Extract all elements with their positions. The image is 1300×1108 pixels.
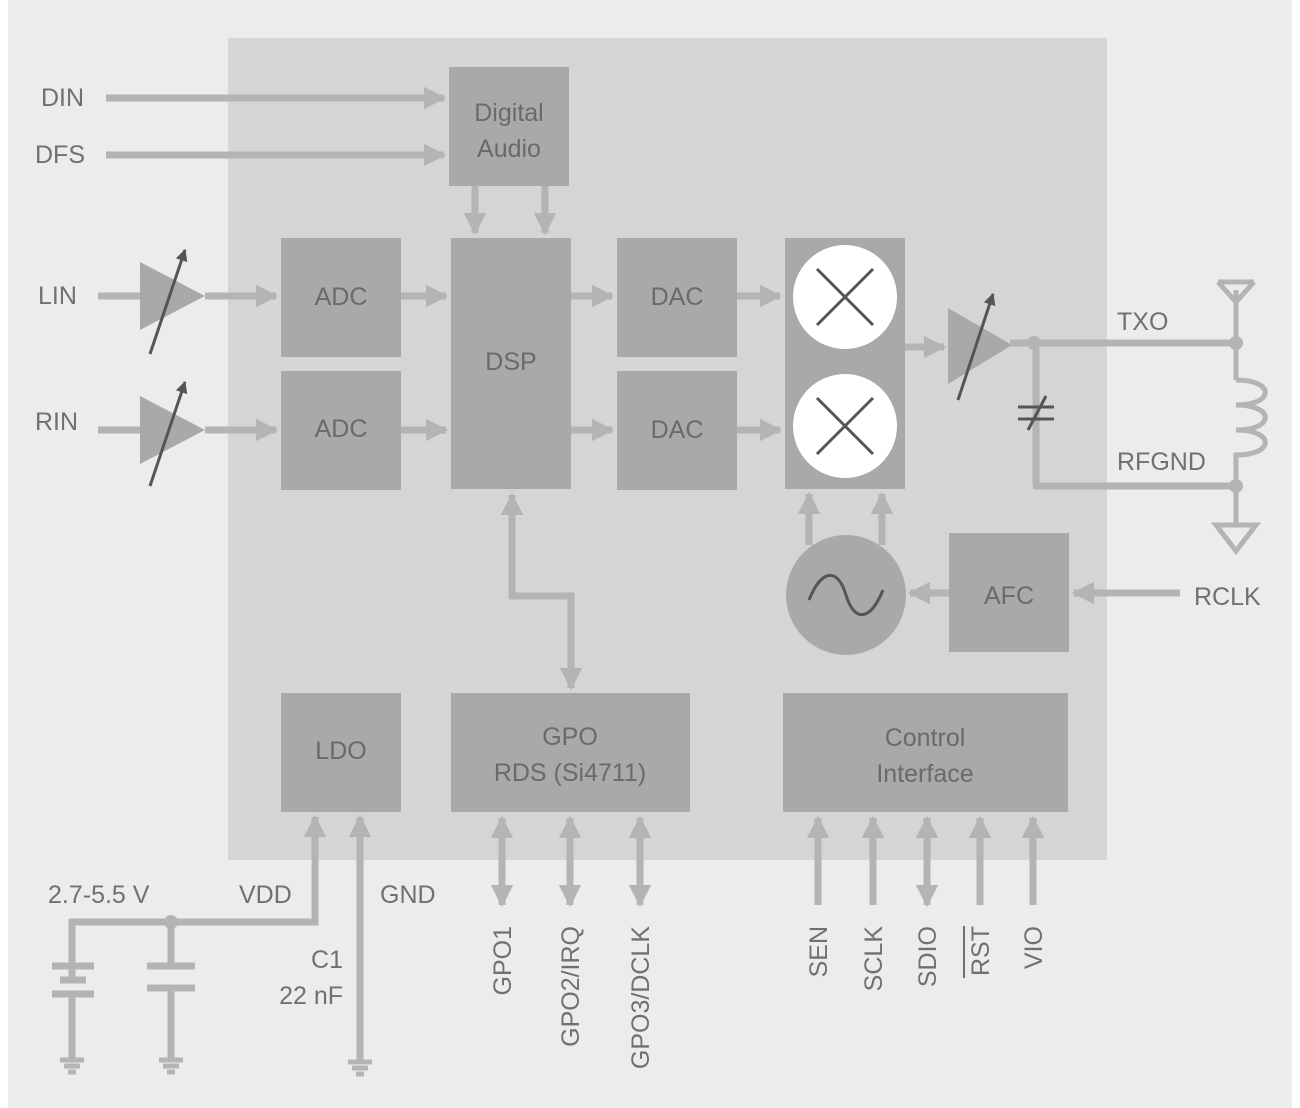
pin-rfgnd: RFGND — [1117, 448, 1206, 476]
pa-amplifier-icon — [948, 308, 1012, 384]
rin-pga-icon — [140, 396, 205, 464]
vdd-wire — [68, 814, 327, 980]
pin-vdd: VDD — [239, 881, 292, 909]
afc-block — [949, 533, 1069, 652]
dsp-block — [451, 238, 571, 489]
rin-pga-adjust-icon — [148, 380, 188, 487]
dac-left-block — [617, 238, 737, 357]
battery-icon — [52, 962, 94, 1075]
digital-audio-label-1: Digital — [474, 99, 543, 127]
pin-rin: RIN — [35, 408, 78, 436]
supply-voltage-label: 2.7-5.5 V — [48, 881, 150, 909]
pin-gnd: GND — [380, 881, 436, 909]
dac-right-block — [617, 371, 737, 490]
ldo-label: LDO — [315, 737, 366, 765]
pin-sclk: SCLK — [860, 926, 888, 992]
pin-rst: RST — [967, 926, 995, 976]
pin-gpo2: GPO2/IRQ — [557, 926, 585, 1047]
capacitor-c1-icon — [147, 922, 195, 1075]
ldo-block — [281, 693, 401, 812]
adc-left-block — [281, 238, 401, 357]
gpo-rds-block — [451, 693, 690, 812]
pin-vio: VIO — [1020, 926, 1048, 969]
pin-rclk: RCLK — [1194, 583, 1261, 611]
c1-label: C1 — [311, 946, 343, 974]
gpo-label: GPO — [542, 723, 598, 751]
digital-audio-block — [449, 67, 569, 186]
dac-right-label: DAC — [651, 416, 704, 444]
adc-left-label: ADC — [315, 283, 368, 311]
digital-audio-label-2: Audio — [477, 135, 541, 163]
control-label: Control — [885, 724, 966, 752]
ground-icon — [348, 1059, 372, 1077]
lin-pga-adjust-icon — [148, 248, 188, 355]
pin-gpo3: GPO3/DCLK — [627, 926, 655, 1069]
control-interface-block — [783, 693, 1068, 812]
pin-gpo1: GPO1 — [489, 926, 517, 995]
pin-sdio: SDIO — [914, 926, 942, 987]
antenna-icon — [1216, 279, 1256, 306]
lin-pga-icon — [140, 262, 205, 330]
pin-dfs: DFS — [35, 141, 85, 169]
pa-adjust-icon — [956, 292, 996, 401]
pin-sen: SEN — [805, 926, 833, 977]
rf-ground-icon — [1210, 522, 1262, 556]
adc-right-block — [281, 371, 401, 490]
pin-txo: TXO — [1117, 308, 1168, 336]
pin-din: DIN — [41, 84, 84, 112]
inductor-icon — [1233, 377, 1268, 525]
dac-left-label: DAC — [651, 283, 704, 311]
interface-label: Interface — [876, 760, 973, 788]
afc-label: AFC — [984, 582, 1034, 610]
adc-right-label: ADC — [315, 415, 368, 443]
dsp-label: DSP — [485, 348, 536, 376]
c1-value-label: 22 nF — [279, 982, 343, 1010]
dsp-gpo-bus — [500, 492, 583, 691]
pin-lin: LIN — [38, 282, 77, 310]
rds-label: RDS (Si4711) — [494, 759, 646, 787]
